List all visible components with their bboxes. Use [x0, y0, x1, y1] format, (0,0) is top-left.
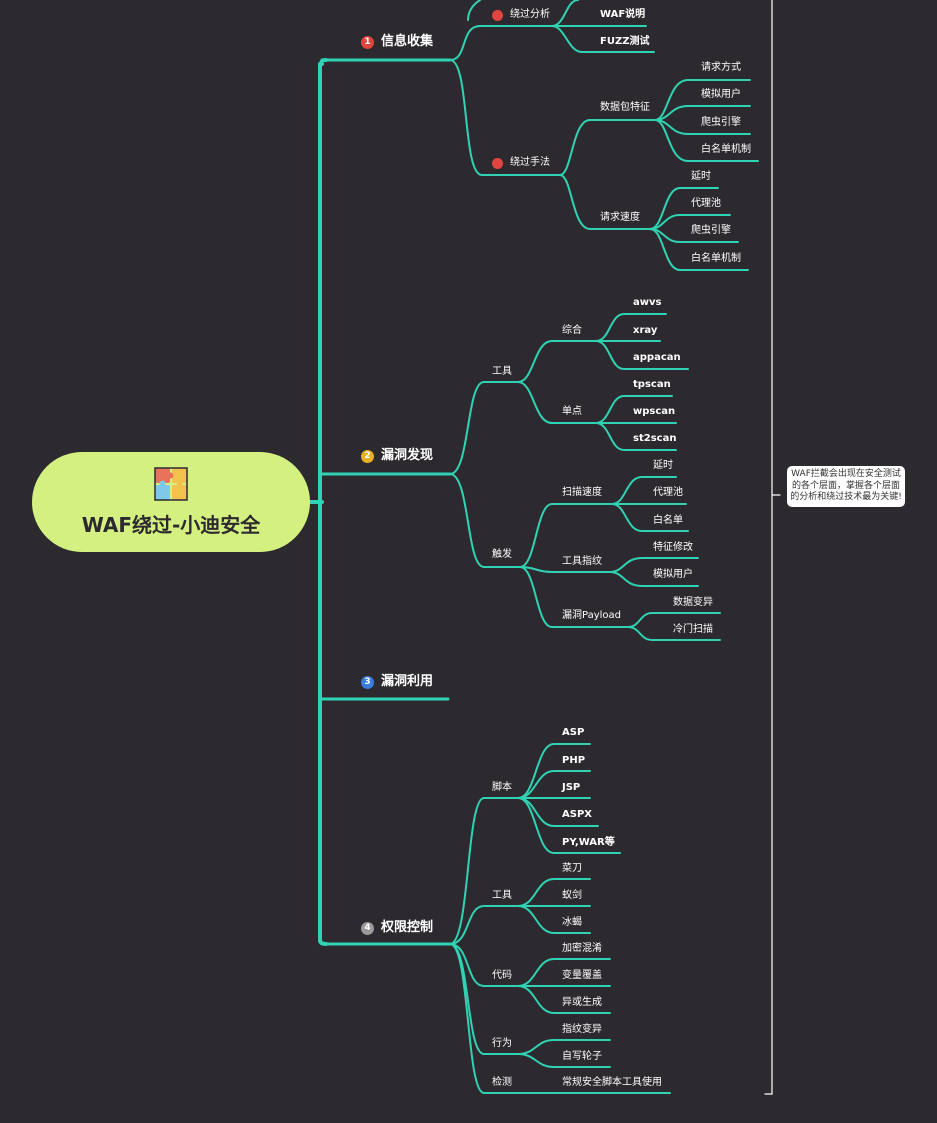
node-script[interactable]: 脚本	[492, 782, 512, 793]
leaf[interactable]: 延时	[653, 460, 673, 471]
node-code[interactable]: 代码	[492, 970, 512, 981]
leaf[interactable]: 蚁剑	[562, 890, 582, 901]
leaf[interactable]: 特征修改	[653, 542, 693, 553]
leaf[interactable]: 延时	[691, 171, 711, 182]
node-comprehensive[interactable]: 综合	[562, 325, 582, 336]
leaf[interactable]: 爬虫引擎	[691, 225, 731, 236]
leaf[interactable]: 菜刀	[562, 863, 582, 874]
node-request-speed[interactable]: 请求速度	[600, 212, 640, 223]
leaf[interactable]: st2scan	[633, 433, 677, 444]
node-bypass-methods[interactable]: 绕过手法	[492, 157, 550, 169]
puzzle-icon	[154, 466, 188, 501]
number-badge: 3	[361, 675, 374, 689]
branch-label: 权限控制	[381, 920, 434, 935]
summary-bracket	[764, 0, 781, 1095]
node-waf-desc[interactable]: WAF说明	[600, 9, 646, 20]
node-scan-speed[interactable]: 扫描速度	[562, 487, 602, 498]
node-label: 绕过分析	[510, 9, 550, 20]
leaf[interactable]: tpscan	[633, 379, 671, 390]
leaf[interactable]: 爬虫引擎	[701, 117, 741, 128]
leaf[interactable]: 请求方式	[701, 62, 741, 73]
leaf[interactable]: 白名单机制	[701, 144, 751, 155]
leaf[interactable]: 指纹变异	[562, 1024, 602, 1035]
node-tools[interactable]: 工具	[492, 366, 512, 377]
branch-label: 信息收集	[381, 34, 434, 49]
leaf[interactable]: 自写轮子	[562, 1051, 602, 1062]
node-tool[interactable]: 工具	[492, 890, 512, 901]
leaf[interactable]: 常规安全脚本工具使用	[562, 1077, 662, 1088]
node-single-point[interactable]: 单点	[562, 406, 582, 417]
red-dot-icon	[492, 157, 503, 169]
leaf[interactable]: 变量覆盖	[562, 970, 602, 981]
leaf[interactable]: 模拟用户	[653, 569, 693, 580]
leaf[interactable]: PY,WAR等	[562, 837, 615, 848]
leaf[interactable]: 加密混淆	[562, 943, 602, 954]
node-bypass-analysis[interactable]: 绕过分析	[492, 9, 550, 21]
node-trigger[interactable]: 触发	[492, 549, 512, 560]
node-behavior[interactable]: 行为	[492, 1038, 512, 1049]
leaf[interactable]: 冰蝎	[562, 917, 582, 928]
number-badge: 2	[361, 449, 374, 463]
leaf[interactable]: PHP	[562, 755, 586, 766]
leaf[interactable]: 模拟用户	[701, 89, 741, 100]
leaf[interactable]: ASP	[562, 727, 585, 738]
leaf[interactable]: 代理池	[653, 487, 683, 498]
branch-vuln-discovery[interactable]: 2 漏洞发现	[361, 448, 433, 464]
node-tool-fingerprint[interactable]: 工具指纹	[562, 556, 602, 567]
number-badge: 1	[361, 35, 374, 49]
node-label: 绕过手法	[510, 157, 550, 168]
leaf[interactable]: 数据变异	[673, 597, 713, 608]
node-packet-features[interactable]: 数据包特征	[600, 102, 650, 113]
node-fuzz-test[interactable]: FUZZ测试	[600, 36, 650, 47]
leaf[interactable]: awvs	[633, 297, 662, 308]
branch-label: 漏洞利用	[381, 674, 434, 689]
leaf[interactable]: ASPX	[562, 809, 592, 820]
root-title: WAF绕过-小迪安全	[81, 512, 261, 537]
node-detection[interactable]: 检测	[492, 1077, 512, 1088]
branch-info-gathering[interactable]: 1 信息收集	[361, 34, 433, 50]
branch-privilege-control[interactable]: 4 权限控制	[361, 920, 433, 936]
leaf[interactable]: JSP	[562, 782, 581, 793]
leaf[interactable]: appacan	[633, 352, 681, 363]
summary-note[interactable]: WAF拦截会出现在安全测试的各个层面，掌握各个层面的分析和绕过技术最为关键!	[787, 466, 905, 507]
root-node[interactable]: WAF绕过-小迪安全	[32, 452, 310, 552]
leaf[interactable]: 白名单机制	[691, 253, 741, 264]
leaf[interactable]: wpscan	[633, 406, 676, 417]
node-vuln-payload[interactable]: 漏洞Payload	[562, 610, 621, 621]
red-dot-icon	[492, 9, 503, 21]
leaf[interactable]: xray	[633, 325, 658, 336]
branch-vuln-exploit[interactable]: 3 漏洞利用	[361, 674, 433, 690]
leaf[interactable]: 白名单	[653, 515, 683, 526]
number-badge: 4	[361, 921, 374, 935]
leaf[interactable]: 冷门扫描	[673, 624, 713, 635]
branch-label: 漏洞发现	[381, 448, 434, 463]
leaf[interactable]: 异或生成	[562, 997, 602, 1008]
leaf[interactable]: 代理池	[691, 198, 721, 209]
